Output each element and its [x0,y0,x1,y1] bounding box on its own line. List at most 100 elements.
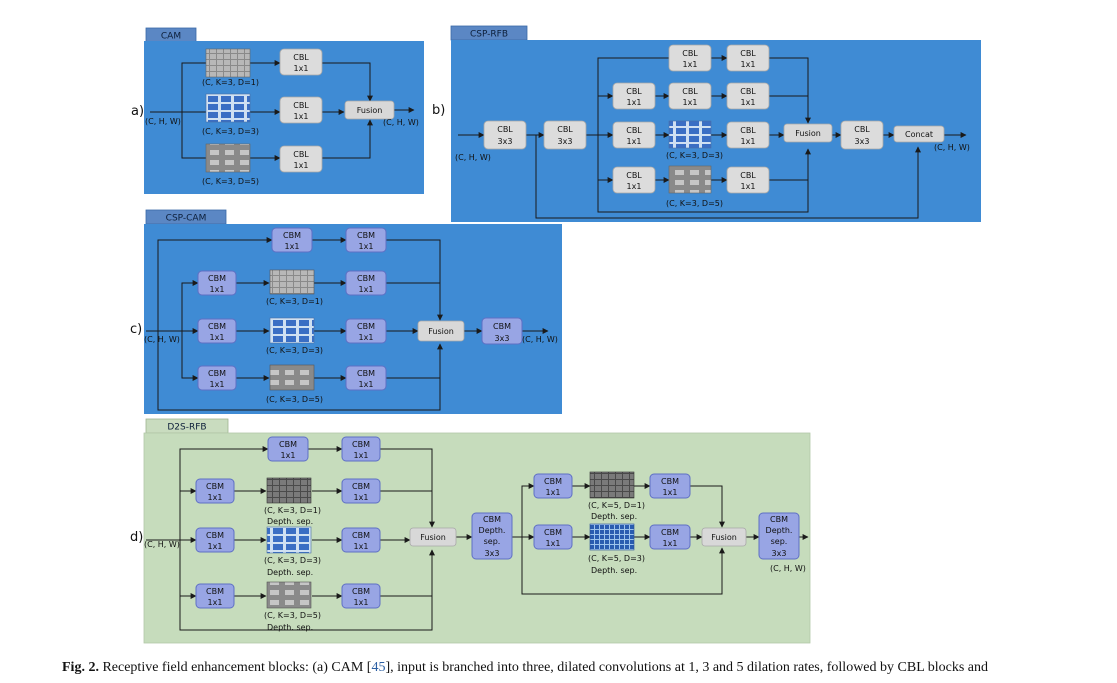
concat-block [893,125,945,143]
fusion-label: Fusion [795,129,821,138]
fusion-block [409,527,457,547]
dilated-conv-d5-icon [269,364,315,391]
panel-c-letter: c) [130,322,142,337]
cbm-block [267,436,309,462]
figure-label: Fig. 2. [62,660,99,675]
block-name: CBM [493,322,511,331]
block-kernel: 3x3 [485,549,500,558]
block-line: sep. [771,537,788,546]
panel-c-dilation-1: (C, K=3, D=1) [266,297,323,306]
cbl-block [279,145,323,173]
block-name: CBM [208,274,226,283]
block-name: CBM [352,531,370,540]
cbm-block [481,317,523,345]
panel-b-input-shape: (C, H, W) [455,153,491,162]
panel-b-dilation-2: (C, K=3, D=5) [666,199,723,208]
panel-d-d2s-rfb: D2S-RFB d) (C, H, W) CBM 1x1 [130,418,811,644]
dilated-conv-d3-icon [205,93,251,123]
block-kernel: 1x1 [281,451,296,460]
panel-a-dilation-3: (C, K=3, D=5) [202,177,259,186]
panel-d-depth-sep-2: Depth. sep. [267,568,313,577]
dilated-conv-k5-d3-icon [589,523,635,551]
panel-b-output-shape: (C, H, W) [934,143,970,152]
block-line: sep. [484,537,501,546]
block-name: CBL [557,125,573,134]
block-kernel: 1x1 [683,98,698,107]
cbm-block [341,436,381,462]
cbl-block [726,166,770,194]
panel-a-dilation-1: (C, K=3, D=1) [202,78,259,87]
citation-link[interactable]: 45 [371,660,386,675]
cbm-block [533,473,573,499]
block-kernel: 1x1 [354,451,369,460]
block-name: CBL [682,87,698,96]
panel-b-dilation-1: (C, K=3, D=3) [666,151,723,160]
block-kernel: 1x1 [683,60,698,69]
panel-c-output-shape: (C, H, W) [522,335,558,344]
dilated-conv-d3-icon [668,120,712,149]
block-name: CBL [740,49,756,58]
block-name: CBL [293,101,309,110]
block-name: CBM [357,369,375,378]
block-name: CBM [483,515,501,524]
panel-a-cam: CAM a) (C, H, W) (C, K=3, D=1) (C, K=3, … [131,27,424,194]
block-kernel: 1x1 [741,98,756,107]
block-kernel: 1x1 [210,285,225,294]
cbm-block [197,365,237,391]
fusion-block [417,320,465,342]
block-name: CBL [626,87,642,96]
block-kernel: 3x3 [855,137,870,146]
cbm-block [341,527,381,553]
block-kernel: 1x1 [285,242,300,251]
block-name: CBM [279,440,297,449]
cbl-block [612,166,656,194]
cbl-block [668,44,712,72]
block-name: CBL [740,87,756,96]
cbl-block [612,121,656,149]
panel-a-dilation-2: (C, K=3, D=3) [202,127,259,136]
panel-c-input-shape: (C, H, W) [144,335,180,344]
cbl-block [840,120,884,150]
panel-d-right-depth-sep-2: Depth. sep. [591,566,637,575]
dilated-conv-k5-d1-icon [589,471,635,499]
block-kernel: 3x3 [498,137,513,146]
block-name: CBM [208,369,226,378]
block-name: CBM [352,482,370,491]
dilated-conv-d5-icon [266,581,312,609]
cbm-depth-sep-block [471,512,513,560]
panel-a-letter: a) [131,104,144,119]
block-kernel: 1x1 [294,64,309,73]
cbm-block [345,270,387,296]
caption-text-end: ], input is branched into three, dilated… [385,660,988,675]
dilated-conv-d5-icon [205,143,251,173]
panel-a-input-shape: (C, H, W) [145,117,181,126]
cbl-block [726,44,770,72]
panel-a-tab-label: CAM [161,32,181,42]
block-name: CBM [352,587,370,596]
block-kernel: 1x1 [627,137,642,146]
dilated-conv-d3-icon [269,317,315,344]
dilated-conv-d5-icon [668,165,712,194]
block-kernel: 3x3 [558,137,573,146]
block-name: CBM [661,528,679,537]
cbl-block [726,82,770,110]
block-kernel: 1x1 [354,598,369,607]
block-name: CBM [208,322,226,331]
panel-c-dilation-3: (C, K=3, D=5) [266,395,323,404]
panel-d-output-shape: (C, H, W) [770,564,806,573]
fusion-label: Fusion [357,106,383,115]
block-kernel: 1x1 [210,380,225,389]
panel-b-letter: b) [432,103,445,118]
cbl-block [279,96,323,124]
block-kernel: 1x1 [210,333,225,342]
block-kernel: 1x1 [208,542,223,551]
block-name: CBL [854,125,870,134]
block-kernel: 1x1 [359,333,374,342]
cbl-block [483,120,527,150]
cbm-block [197,318,237,344]
panel-d-dilation-2: (C, K=3, D=3) [264,556,321,565]
cbm-block [271,227,313,253]
block-kernel: 1x1 [627,98,642,107]
block-kernel: 1x1 [741,182,756,191]
